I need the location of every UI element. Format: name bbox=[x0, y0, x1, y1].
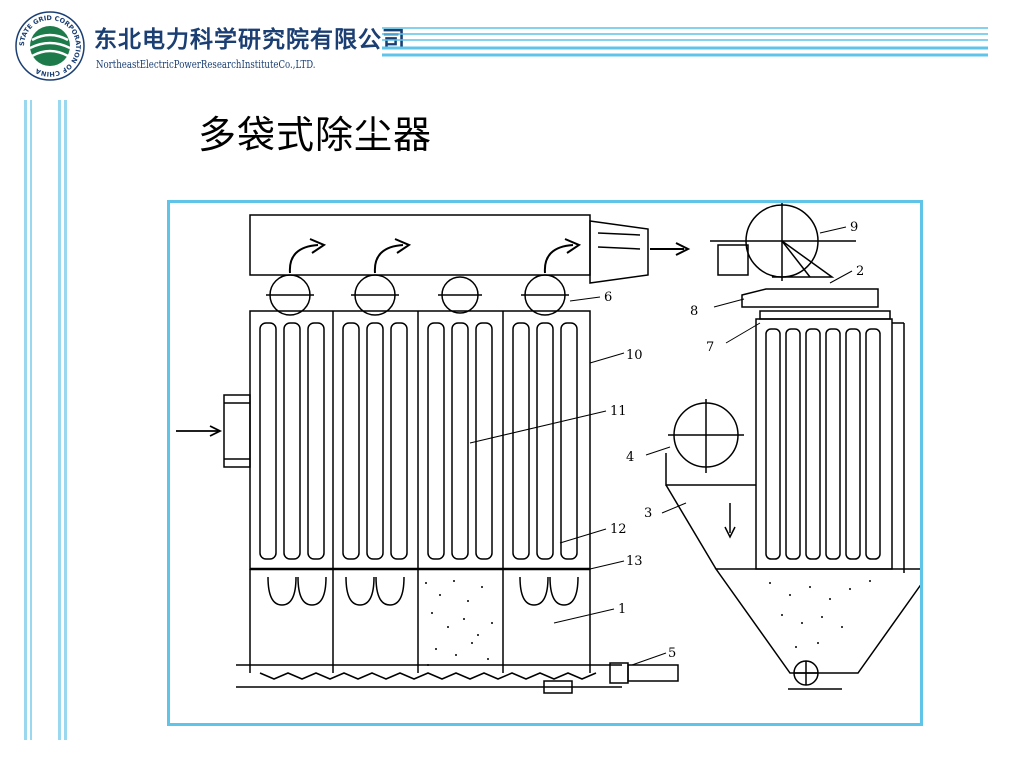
callout-9: 9 bbox=[850, 220, 858, 235]
callout-7: 7 bbox=[706, 340, 714, 355]
callout-1: 1 bbox=[618, 602, 626, 617]
callout-4: 4 bbox=[626, 450, 634, 465]
company-name-en: NortheastElectricPowerResearchInstituteC… bbox=[96, 58, 316, 71]
company-name-cn: 东北电力科学研究院有限公司 bbox=[94, 27, 406, 53]
state-grid-emblem-icon: STATE GRID CORPORATION OF CHINA bbox=[15, 11, 85, 81]
header-rule-lines bbox=[382, 27, 988, 57]
left-decorative-bars bbox=[24, 100, 67, 740]
company-logo: STATE GRID CORPORATION OF CHINA 东北电力科学研究… bbox=[8, 6, 405, 81]
callout-6: 6 bbox=[604, 290, 612, 305]
callout-8: 8 bbox=[690, 304, 698, 319]
slide-title: 多袋式除尘器 bbox=[198, 113, 433, 157]
callout-10: 10 bbox=[626, 348, 643, 363]
callout-3: 3 bbox=[644, 506, 652, 521]
callout-13: 13 bbox=[626, 554, 643, 569]
callout-11: 11 bbox=[610, 404, 627, 419]
callout-2: 2 bbox=[856, 264, 864, 279]
callout-12: 12 bbox=[610, 522, 627, 537]
callout-5: 5 bbox=[668, 646, 676, 661]
figure-frame: 9 2 6 8 7 10 11 4 3 12 13 1 5 bbox=[167, 200, 923, 726]
bag-filter-diagram: 9 2 6 8 7 10 11 4 3 12 13 1 5 bbox=[176, 203, 920, 694]
